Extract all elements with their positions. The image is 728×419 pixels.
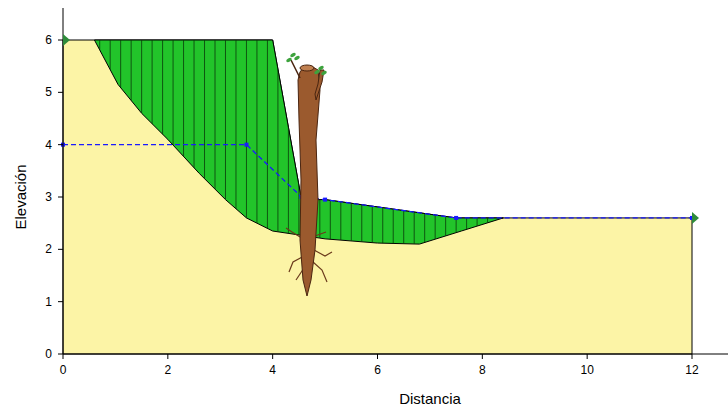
tick-label: 6: [374, 364, 381, 376]
tick-label: 4: [269, 364, 276, 376]
tick-label: 0: [45, 348, 52, 360]
tick: [58, 92, 63, 93]
tick: [58, 144, 63, 145]
tick-label: 8: [479, 364, 486, 376]
tick: [692, 354, 693, 359]
axis-title: Distancia: [399, 391, 461, 406]
tick: [58, 354, 63, 355]
x-axis: [63, 354, 728, 355]
tick: [63, 354, 64, 359]
tick: [272, 354, 273, 359]
tick-label: 0: [60, 364, 67, 376]
tick: [167, 354, 168, 359]
tick-label: 10: [580, 364, 593, 376]
tick-label: 3: [45, 191, 52, 203]
tick: [482, 354, 483, 359]
water-table: [63, 145, 692, 218]
tick-label: 5: [45, 86, 52, 98]
tick: [58, 197, 63, 198]
tick-label: 12: [685, 364, 698, 376]
axis-title: Elevación: [13, 164, 28, 229]
tick: [58, 249, 63, 250]
soil-region: [63, 40, 692, 354]
tree: [286, 52, 332, 296]
tick-label: 6: [45, 34, 52, 46]
tick: [58, 301, 63, 302]
boundary-marker: [692, 212, 699, 224]
water-point: [454, 216, 458, 220]
tick: [377, 354, 378, 359]
tick-label: 1: [45, 296, 52, 308]
tick-label: 2: [164, 364, 171, 376]
boundary-marker: [63, 34, 70, 46]
water-point: [244, 143, 248, 147]
tick-label: 4: [45, 139, 52, 151]
water-point: [323, 198, 327, 202]
tick-label: 2: [45, 243, 52, 255]
tick: [58, 40, 63, 41]
slices: [100, 35, 498, 250]
tick: [587, 354, 588, 359]
